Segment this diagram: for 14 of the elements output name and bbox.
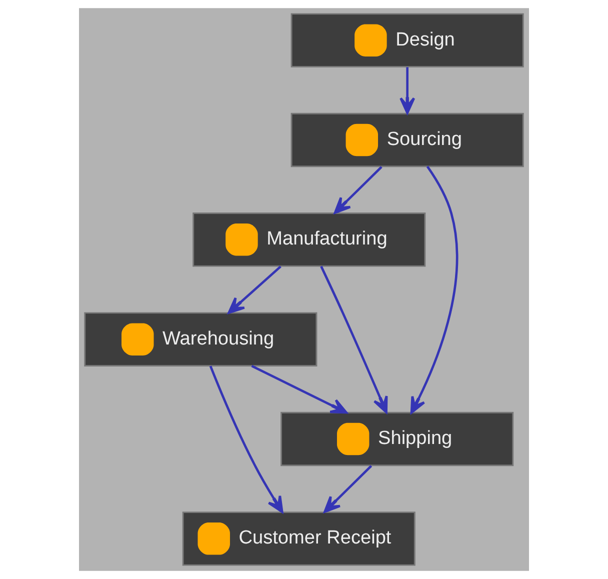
node-box: Customer Receipt: [182, 512, 416, 566]
arrow: [320, 266, 388, 414]
node-box: Sourcing: [290, 112, 524, 168]
arrow: [400, 67, 416, 114]
arrow: [334, 166, 382, 214]
arrow: [251, 364, 348, 414]
arrow: [209, 366, 284, 513]
arrow: [228, 266, 282, 314]
node-box: Manufacturing: [192, 212, 426, 267]
arrow: [410, 166, 458, 414]
node-box: Shipping: [280, 412, 514, 466]
node-box: Warehousing: [84, 312, 318, 366]
node-box: Design: [290, 13, 524, 68]
arrow: [324, 465, 372, 513]
